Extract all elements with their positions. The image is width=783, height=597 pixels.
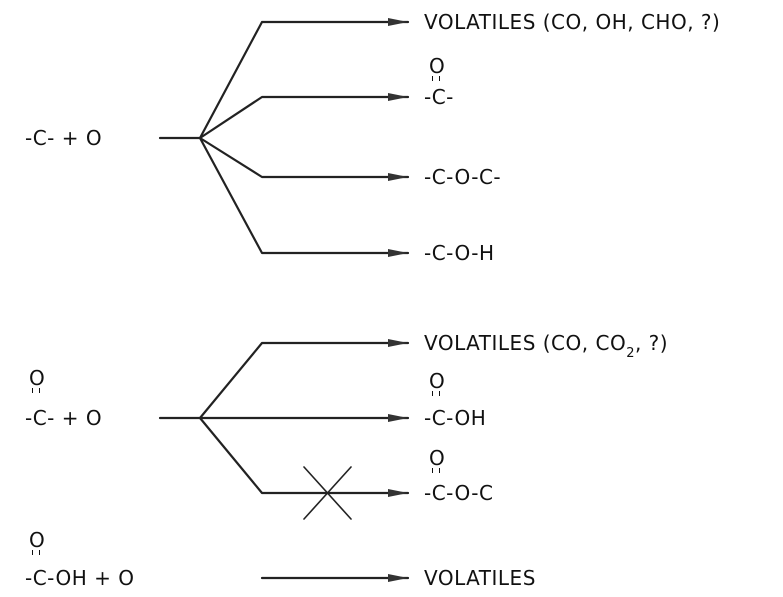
volatiles-2-tail: , ?) xyxy=(634,331,669,355)
arrow-to-ether xyxy=(198,136,410,181)
arrow-to-carbonyl xyxy=(198,93,410,140)
reaction3-carbonyl-oxygen: O xyxy=(29,528,45,552)
blocked-pathway-cross xyxy=(303,466,352,520)
product-carboxylic-acid: -C-OH xyxy=(424,406,487,430)
carbonyl-oxygen-label: O xyxy=(429,54,445,78)
product-ether: -C-O-C- xyxy=(424,165,502,189)
reaction2-carbonyl-oxygen: O xyxy=(29,366,45,390)
acid-double-bond xyxy=(432,391,440,396)
product-ester: -C-O-C xyxy=(424,481,494,505)
reaction3-double-bond xyxy=(32,550,40,555)
reaction3-reactant: -C-OH + O xyxy=(25,566,135,590)
product-alcohol: -C-O-H xyxy=(424,241,495,265)
product-volatiles-2: VOLATILES (CO, CO2, ?) xyxy=(424,331,669,361)
reaction2-reactant: -C- + O xyxy=(25,406,103,430)
reaction2-arrows xyxy=(158,339,410,497)
reaction1-reactant: -C- + O xyxy=(25,126,103,150)
arrow-to-alcohol xyxy=(198,136,410,257)
arrow-to-ester xyxy=(198,416,410,497)
arrow-to-volatiles-2 xyxy=(198,339,410,420)
product-volatiles-3: VOLATILES xyxy=(424,566,536,590)
product-volatiles-1: VOLATILES (CO, OH, CHO, ?) xyxy=(424,10,721,34)
reaction1-arrows xyxy=(158,18,410,257)
ester-oxygen-label: O xyxy=(429,446,445,470)
ester-double-bond xyxy=(432,468,440,473)
reaction2-double-bond xyxy=(32,388,40,393)
product-carbonyl: -C- xyxy=(424,85,454,109)
co2-subscript: 2 xyxy=(626,346,635,361)
carbonyl-double-bond xyxy=(432,76,440,81)
arrow-to-volatiles-1 xyxy=(198,18,410,140)
acid-oxygen-label: O xyxy=(429,369,445,393)
volatiles-2-text: VOLATILES (CO, CO xyxy=(424,331,627,355)
